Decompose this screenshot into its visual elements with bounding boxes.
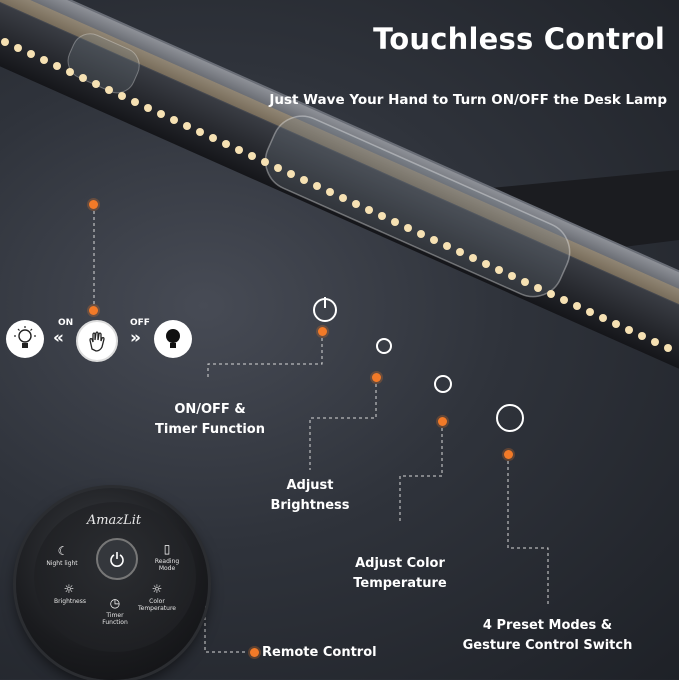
brightness-label: Brightness bbox=[54, 598, 86, 605]
night-light-label: Night light bbox=[46, 560, 78, 567]
off-label: OFF bbox=[130, 318, 150, 328]
callout-dot-remote bbox=[250, 648, 259, 657]
book-icon[interactable]: ▯ bbox=[163, 542, 171, 556]
timer-icon[interactable]: ◷ bbox=[109, 596, 121, 610]
color-temp-icon[interactable]: ☼ bbox=[151, 582, 163, 596]
reading-mode-label: Reading Mode bbox=[154, 558, 180, 572]
bulb-on-icon bbox=[6, 320, 44, 358]
page-title: Touchless Control bbox=[373, 22, 665, 56]
callout-brightness: Adjust Brightness bbox=[270, 478, 350, 513]
callout-dot-modes bbox=[504, 450, 513, 459]
remote-control: AmazLit ☾ Night light ▯ Reading Mode ☼ B… bbox=[16, 488, 208, 680]
chevron-right-icon: » bbox=[130, 328, 141, 348]
callout-dot-gesture bbox=[89, 306, 98, 315]
power-button[interactable] bbox=[96, 538, 138, 580]
sun-icon[interactable]: ☼ bbox=[63, 582, 75, 596]
callout-remote: Remote Control bbox=[262, 645, 377, 660]
callout-color-temp: Adjust Color Temperature bbox=[353, 556, 447, 591]
page-subtitle: Just Wave Your Hand to Turn ON/OFF the D… bbox=[269, 92, 667, 108]
callout-modes: 4 Preset Modes & Gesture Control Switch bbox=[462, 618, 633, 653]
callout-power: ON/OFF & Timer Function bbox=[155, 402, 265, 437]
timer-label: Timer Function bbox=[102, 612, 128, 626]
hand-wave-icon bbox=[76, 320, 118, 362]
moon-icon[interactable]: ☾ bbox=[57, 544, 69, 558]
power-icon bbox=[110, 552, 124, 567]
callout-dot-power bbox=[318, 327, 327, 336]
callout-dot-sensor bbox=[89, 200, 98, 209]
on-label: ON bbox=[58, 318, 74, 328]
remote-brand: AmazLit bbox=[86, 513, 142, 528]
bulb-off-icon bbox=[154, 320, 192, 358]
callout-dot-brightness bbox=[372, 373, 381, 382]
chevron-left-icon: « bbox=[53, 328, 64, 348]
remote-face: AmazLit ☾ Night light ▯ Reading Mode ☼ B… bbox=[34, 502, 196, 652]
callout-dot-color-temp bbox=[438, 417, 447, 426]
color-temp-label: Color Temperature bbox=[137, 598, 176, 612]
